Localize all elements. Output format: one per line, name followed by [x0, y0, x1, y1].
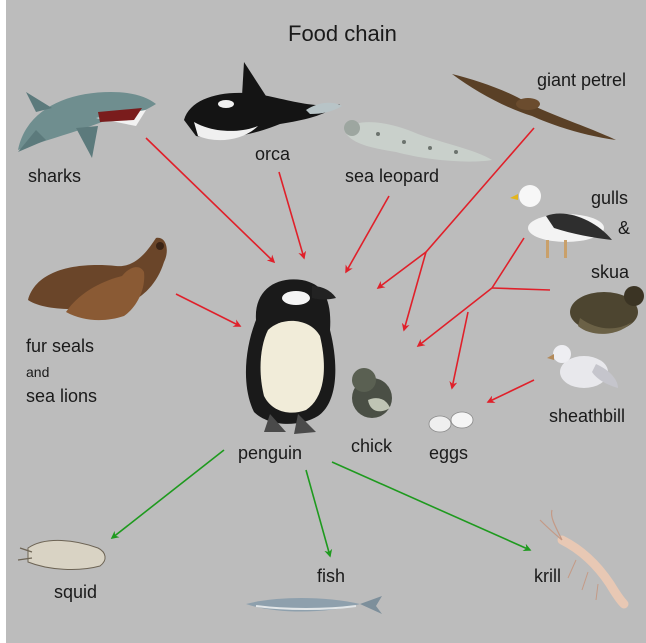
orca-illustration — [184, 62, 342, 140]
arrow-skua-join — [492, 288, 550, 290]
arrow-penguin-krill — [332, 462, 530, 550]
sea-leopard-illustration — [344, 120, 492, 162]
arrow-skua-eggs — [452, 312, 468, 388]
label-eggs: eggs — [429, 443, 468, 463]
arrow-sea-leopard-penguin — [346, 196, 389, 272]
label-ampersand: & — [618, 218, 630, 238]
arrow-giant-petrel-eggs — [404, 252, 426, 330]
sheathbill-illustration — [547, 345, 618, 388]
squid-illustration — [18, 540, 105, 569]
label-and: and — [26, 362, 49, 382]
krill-illustration — [540, 510, 624, 604]
eggs-illustration — [429, 412, 473, 432]
label-penguin: penguin — [238, 443, 302, 463]
label-skua: skua — [591, 262, 629, 282]
label-sheathbill: sheathbill — [549, 406, 625, 426]
arrow-penguin-fish — [306, 470, 330, 556]
label-chick: chick — [351, 436, 392, 456]
diagram-artwork — [6, 0, 646, 643]
label-giant-petrel: giant petrel — [537, 70, 626, 90]
label-sharks: sharks — [28, 166, 81, 186]
label-orca: orca — [255, 144, 290, 164]
label-squid: squid — [54, 582, 97, 602]
penguin-illustration — [246, 279, 336, 434]
label-fur-seals: fur seals — [26, 336, 94, 356]
skua-illustration — [570, 286, 644, 334]
fur-seals-illustration — [28, 238, 167, 320]
label-sea-lions: sea lions — [26, 386, 97, 406]
prey-arrows — [112, 450, 530, 556]
fish-illustration — [246, 596, 382, 614]
arrow-gulls-eggs — [418, 238, 524, 346]
arrow-penguin-squid — [112, 450, 224, 538]
diagram-title: Food chain — [288, 24, 397, 44]
arrow-sheathbill-eggs — [488, 380, 534, 402]
arrow-orca-penguin — [279, 172, 304, 258]
chick-illustration — [352, 368, 392, 418]
label-krill: krill — [534, 566, 561, 586]
label-gulls: gulls — [591, 188, 628, 208]
shark-illustration — [18, 92, 156, 158]
arrow-fur-seals-penguin — [176, 294, 240, 326]
label-sea-leopard: sea leopard — [345, 166, 439, 186]
label-fish: fish — [317, 566, 345, 586]
